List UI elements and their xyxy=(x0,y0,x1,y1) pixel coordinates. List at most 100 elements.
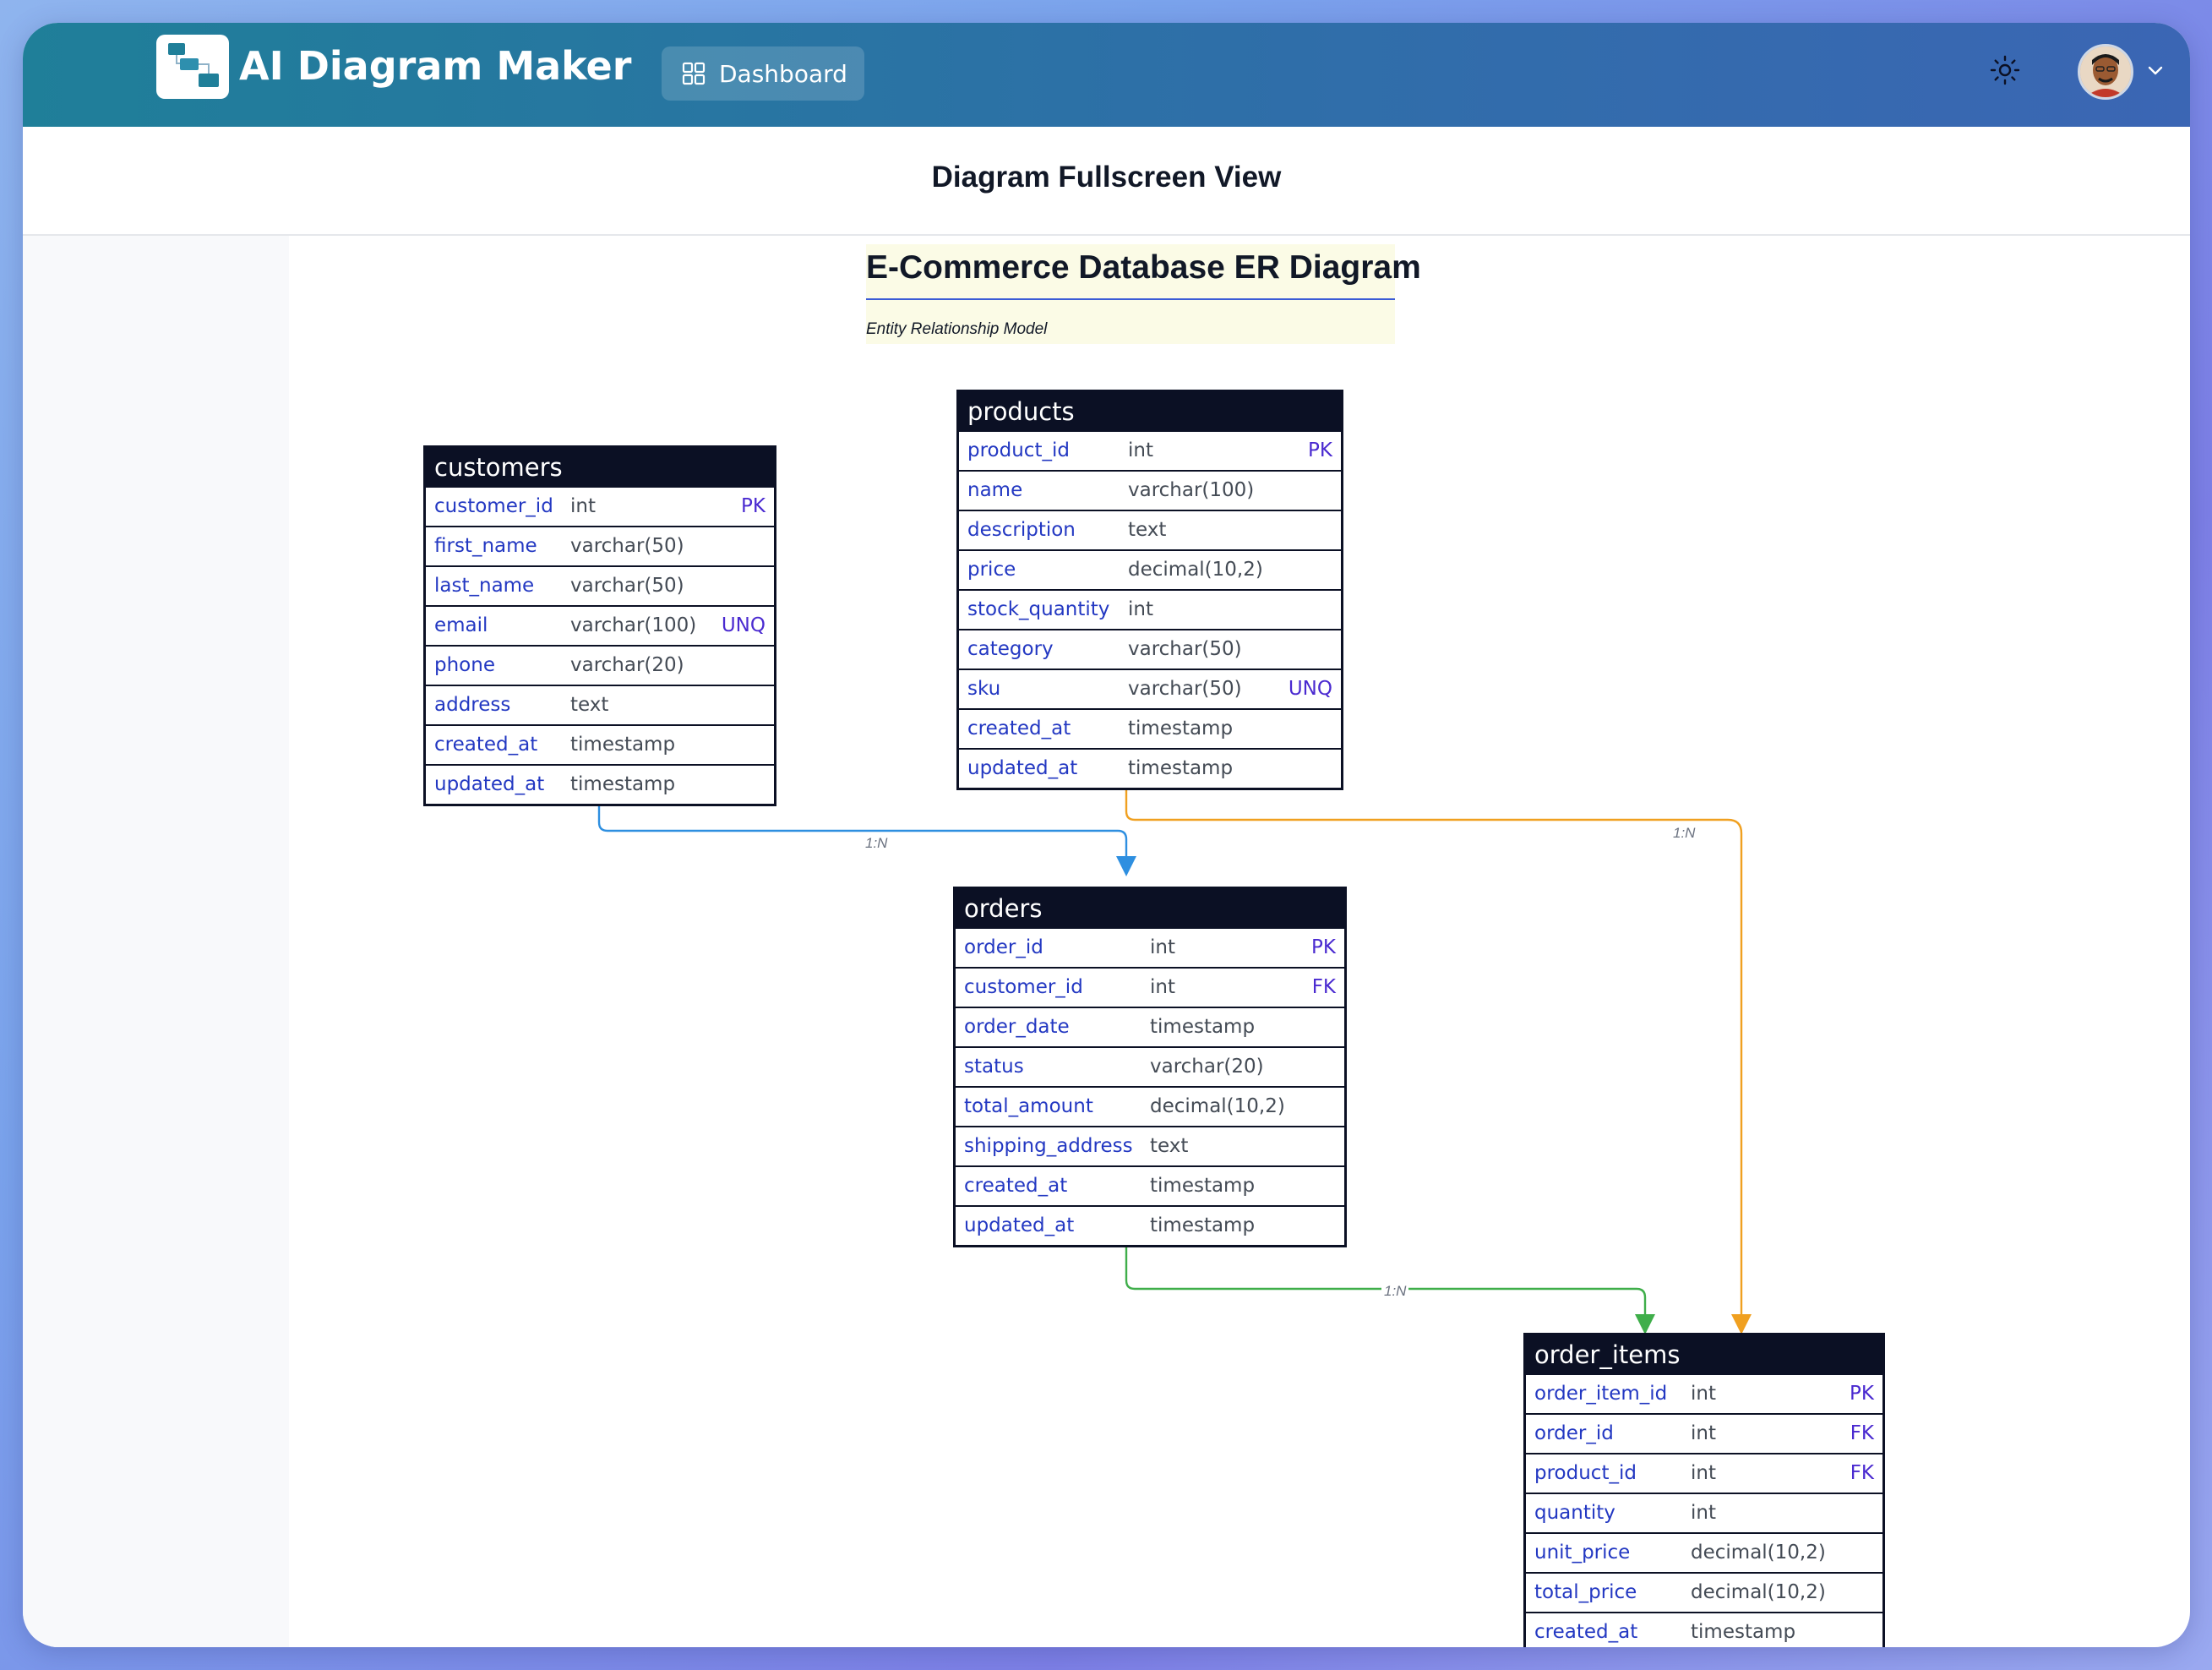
field-name: product_id xyxy=(1534,1462,1637,1484)
field-type: varchar(100) xyxy=(570,614,697,636)
field-name: order_date xyxy=(964,1016,1070,1038)
field-type: varchar(50) xyxy=(570,535,684,557)
rel-label-orders-order-items: 1:N xyxy=(1381,1283,1409,1300)
field-name: created_at xyxy=(434,734,538,756)
field-key-badge: UNQ xyxy=(721,614,765,636)
field-row: order_id int FK xyxy=(1526,1413,1882,1453)
app-header: AI Diagram Maker Dashboard xyxy=(23,23,2190,127)
field-key-badge: PK xyxy=(1850,1383,1874,1405)
field-type: int xyxy=(1691,1502,1716,1524)
dashboard-label: Dashboard xyxy=(719,59,847,88)
page-title: Diagram Fullscreen View xyxy=(931,161,1282,194)
field-type: varchar(50) xyxy=(1128,638,1242,660)
field-name: price xyxy=(967,559,1016,581)
sun-icon[interactable] xyxy=(1988,53,2022,87)
field-type: int xyxy=(1150,976,1175,998)
diagram-title-underline xyxy=(866,298,1395,300)
field-type: varchar(100) xyxy=(1128,479,1255,501)
field-name: name xyxy=(967,479,1023,501)
field-type: decimal(10,2) xyxy=(1128,559,1263,581)
field-type: timestamp xyxy=(1150,1214,1256,1236)
field-type: decimal(10,2) xyxy=(1691,1581,1826,1603)
rel-customers-orders[interactable] xyxy=(597,783,1136,876)
field-row: customer_id int FK xyxy=(956,967,1344,1007)
field-type: varchar(20) xyxy=(570,654,684,676)
field-name: customer_id xyxy=(434,495,553,517)
field-type: varchar(50) xyxy=(570,575,684,597)
field-name: quantity xyxy=(1534,1502,1615,1524)
field-name: phone xyxy=(434,654,495,676)
field-type: text xyxy=(1128,519,1167,541)
field-type: timestamp xyxy=(1150,1016,1256,1038)
diagram-title: E-Commerce Database ER Diagram xyxy=(866,249,1421,286)
canvas-margin xyxy=(23,236,289,1647)
entity-title: orders xyxy=(956,889,1344,927)
field-name: created_at xyxy=(1534,1621,1638,1643)
field-name: description xyxy=(967,519,1076,541)
dashboard-button[interactable]: Dashboard xyxy=(662,46,864,101)
app-title: AI Diagram Maker xyxy=(239,43,632,89)
field-type: text xyxy=(1150,1135,1189,1157)
entity-title: order_items xyxy=(1526,1335,1882,1373)
user-avatar[interactable] xyxy=(2078,44,2133,100)
field-name: product_id xyxy=(967,439,1070,461)
field-key-badge: FK xyxy=(1850,1422,1874,1444)
field-type: int xyxy=(570,495,596,517)
field-name: updated_at xyxy=(967,757,1078,779)
field-row: quantity int xyxy=(1526,1493,1882,1532)
field-row: phone varchar(20) xyxy=(426,645,774,685)
field-type: int xyxy=(1691,1462,1716,1484)
field-name: customer_id xyxy=(964,976,1083,998)
field-row: description text xyxy=(959,510,1341,549)
field-type: timestamp xyxy=(570,734,676,756)
field-row: updated_at timestamp xyxy=(956,1205,1344,1245)
field-row: category varchar(50) xyxy=(959,629,1341,669)
rel-products-order-items[interactable] xyxy=(1125,767,1752,1334)
chevron-down-icon[interactable] xyxy=(2145,60,2166,80)
rel-label-customers-orders: 1:N xyxy=(863,835,891,852)
field-key-badge: FK xyxy=(1311,976,1336,998)
field-row: stock_quantity int xyxy=(959,589,1341,629)
field-name: email xyxy=(434,614,488,636)
field-type: int xyxy=(1128,439,1153,461)
field-name: order_id xyxy=(1534,1422,1614,1444)
field-type: int xyxy=(1150,936,1175,958)
field-row: name varchar(100) xyxy=(959,470,1341,510)
field-row: created_at timestamp xyxy=(426,724,774,764)
field-type: int xyxy=(1691,1422,1716,1444)
field-name: status xyxy=(964,1056,1024,1078)
field-type: int xyxy=(1128,598,1153,620)
field-name: category xyxy=(967,638,1054,660)
field-type: timestamp xyxy=(1128,757,1234,779)
field-name: created_at xyxy=(964,1175,1068,1197)
field-row: price decimal(10,2) xyxy=(959,549,1341,589)
field-name: total_price xyxy=(1534,1581,1637,1603)
entity-title: products xyxy=(959,392,1341,430)
diagram-title-block: E-Commerce Database ER Diagram Entity Re… xyxy=(866,244,1421,344)
app-logo-icon[interactable] xyxy=(156,35,229,99)
field-type: decimal(10,2) xyxy=(1150,1095,1285,1117)
field-key-badge: UNQ xyxy=(1288,678,1332,700)
entity-title: customers xyxy=(426,448,774,486)
field-name: stock_quantity xyxy=(967,598,1110,620)
field-name: updated_at xyxy=(964,1214,1075,1236)
